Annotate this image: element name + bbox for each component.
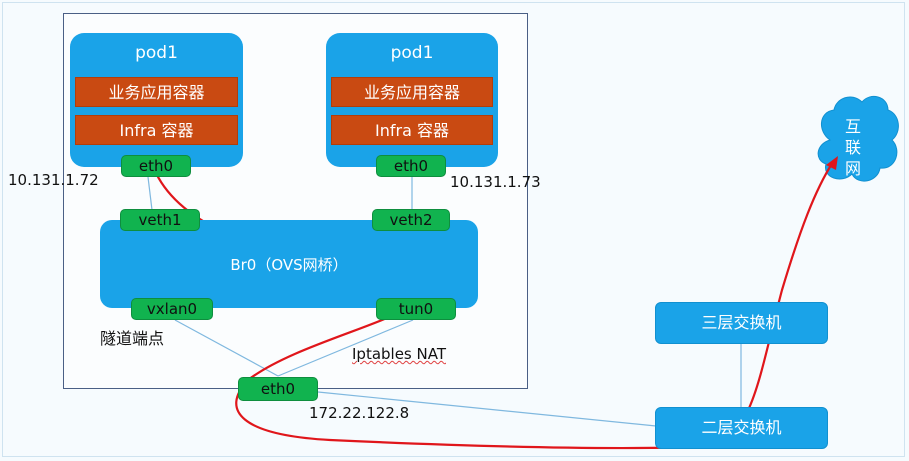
l3-switch: 三层交换机 <box>655 302 828 344</box>
l2-switch: 二层交换机 <box>655 407 828 449</box>
pod-title: pod1 <box>390 43 434 63</box>
pod-left-eth0-port: eth0 <box>121 155 191 177</box>
iptables-nat-label: Iptables NAT <box>352 345 446 363</box>
ovs-bridge: Br0（OVS网桥） <box>100 220 478 308</box>
link-eth0-veth1 <box>147 176 153 211</box>
app-container: 业务应用容器 <box>331 77 493 107</box>
bridge-label: Br0（OVS网桥） <box>230 256 348 274</box>
veth1-port: veth1 <box>120 209 200 231</box>
link-tun0-eth0 <box>277 319 414 377</box>
internet-cloud-icon <box>817 95 899 182</box>
pod-left-ip: 10.131.1.72 <box>8 171 99 189</box>
internet-char-3: 网 <box>844 159 861 178</box>
pod-right: pod1 业务应用容器 Infra 容器 <box>326 33 498 167</box>
pod-right-eth0-port: eth0 <box>376 155 446 177</box>
link-eth0-l2switch <box>317 391 657 427</box>
infra-container: Infra 容器 <box>75 115 238 145</box>
pod-right-ip: 10.131.1.73 <box>450 173 541 191</box>
pod-left: pod1 业务应用容器 Infra 容器 <box>70 33 243 167</box>
link-vxlan0-eth0 <box>174 319 279 377</box>
tun0-port: tun0 <box>376 298 456 320</box>
host-eth0-port: eth0 <box>238 377 318 401</box>
vxlan0-port: vxlan0 <box>131 298 213 320</box>
traffic-arrowhead <box>826 156 838 170</box>
tunnel-endpoint-label: 隧道端点 <box>100 329 165 348</box>
veth2-port: veth2 <box>372 209 450 231</box>
host-ip: 172.22.122.8 <box>309 404 410 422</box>
internet-char-2: 联 <box>844 138 861 157</box>
pod-title: pod1 <box>135 43 178 63</box>
internet-char-1: 互 <box>844 117 861 136</box>
app-container: 业务应用容器 <box>75 77 238 107</box>
infra-container: Infra 容器 <box>331 115 493 145</box>
